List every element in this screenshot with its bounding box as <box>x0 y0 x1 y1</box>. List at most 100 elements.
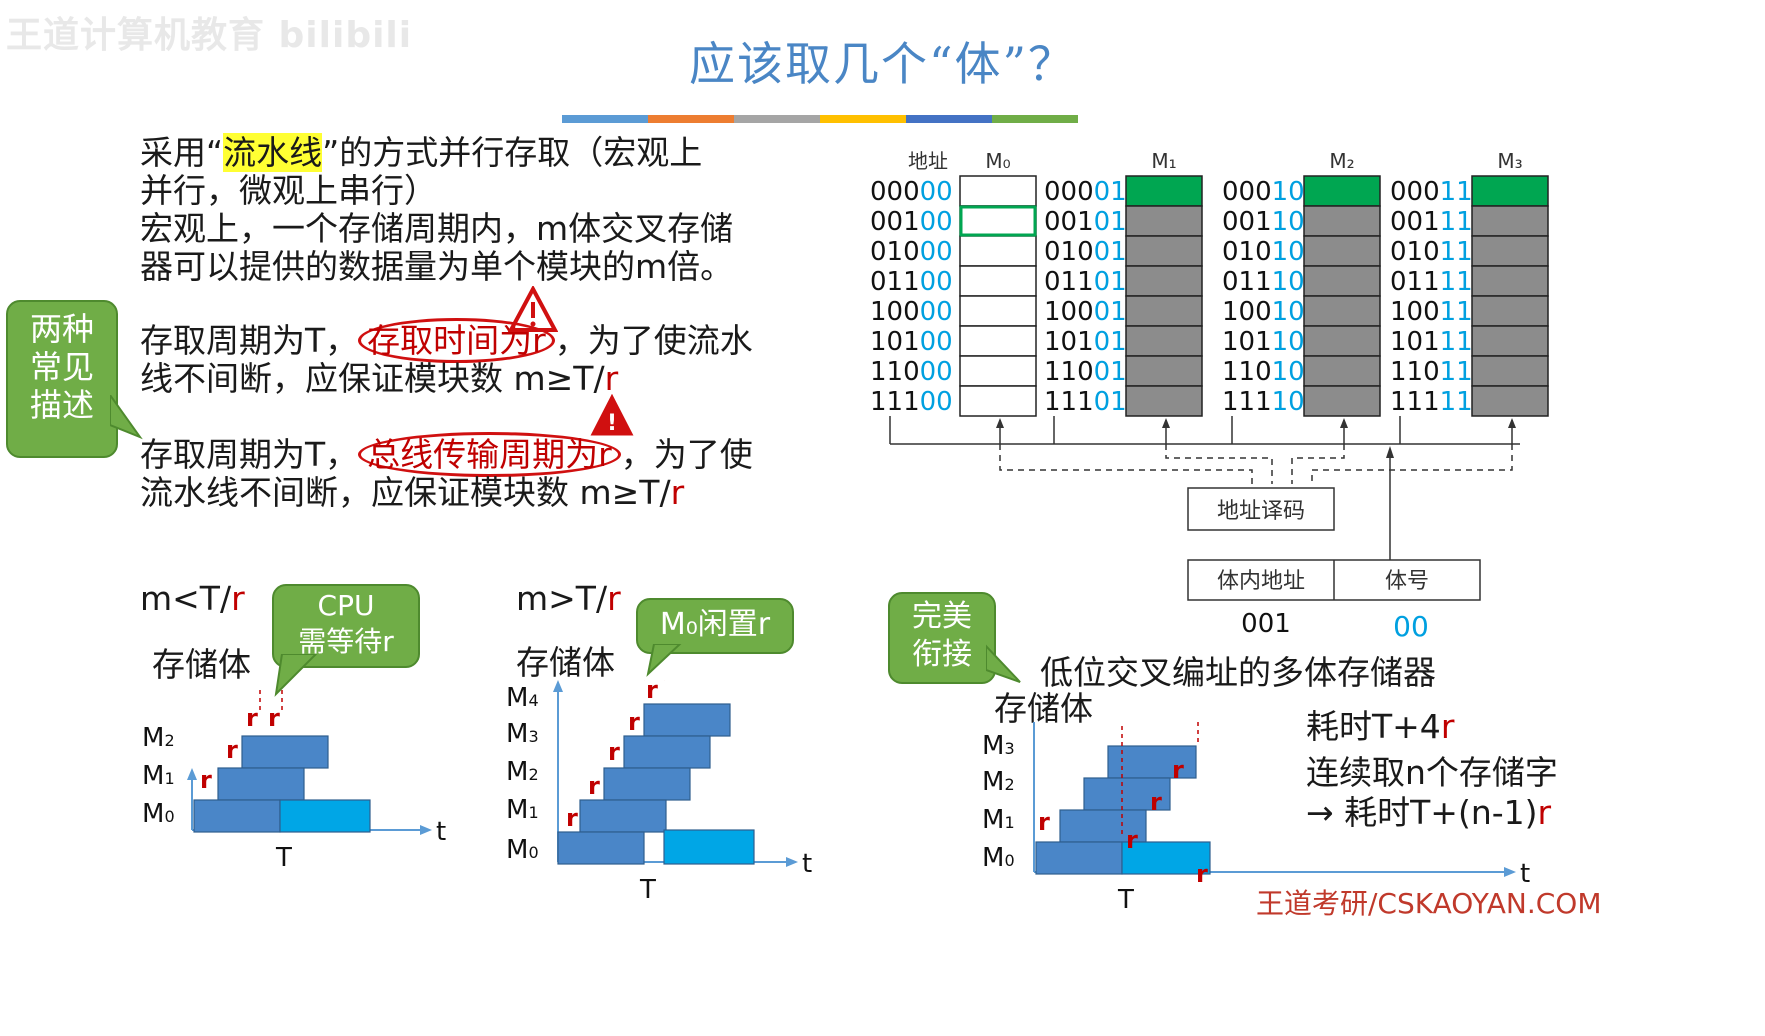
arrow-head <box>1162 418 1170 428</box>
paragraph-pipeline-line1: 采用“流水线”的方式并行存取（宏观上 <box>140 133 703 172</box>
timeline-block <box>279 799 371 833</box>
module-label: M1 <box>982 805 1015 835</box>
memory-cell <box>1303 265 1381 297</box>
r-label: r <box>1126 826 1138 854</box>
address-cell: 00100 <box>870 207 953 237</box>
footer-brand: 王道考研/CSKAOYAN.COM <box>1256 887 1602 920</box>
module-label: M3 <box>506 719 539 749</box>
paragraph-access-time-line1: 存取周期为T，存取时间为r，为了使流水 <box>140 318 753 363</box>
address-cell: 11101 <box>1044 387 1127 417</box>
memory-cell <box>1303 295 1381 327</box>
selected-cell <box>959 205 1037 237</box>
address-cell: 11001 <box>1044 357 1127 387</box>
address-cell: 11011 <box>1390 357 1473 387</box>
module-label: M3 <box>982 731 1015 761</box>
memory-cell <box>959 175 1037 207</box>
timeline-block <box>623 735 711 769</box>
memory-cell <box>1471 205 1549 237</box>
address-cell: 00010 <box>1222 177 1305 207</box>
select-line <box>1311 444 1513 484</box>
address-cell: 11010 <box>1222 357 1305 387</box>
memory-cell <box>959 355 1037 387</box>
page-title: 应该取几个“体”？ <box>688 37 1077 91</box>
address-cell: 10111 <box>1390 327 1473 357</box>
timeline-block <box>1035 841 1123 875</box>
arrow-head <box>996 418 1004 428</box>
module-label: M0 <box>982 843 1015 873</box>
timeline-block <box>193 799 281 833</box>
address-cell: 00011 <box>1390 177 1473 207</box>
memory-cell <box>959 235 1037 267</box>
r-label: r <box>1196 860 1208 888</box>
address-decoder-box <box>1187 487 1335 531</box>
module-label: M1 <box>142 761 175 791</box>
arrow-head <box>1386 446 1394 458</box>
memory-cell <box>959 325 1037 357</box>
watermark: 王道计算机教育 bilibili <box>6 15 413 56</box>
circled-access-time: 存取时间为r <box>358 318 555 363</box>
inner-address-value: 001 <box>1241 609 1291 639</box>
svg-text:!: ! <box>607 411 617 436</box>
r-label: r <box>566 804 578 832</box>
address-cell: 10101 <box>1044 327 1127 357</box>
paragraph-macro-line2: 器可以提供的数据量为单个模块的m倍。 <box>140 247 734 286</box>
timeline-block <box>1121 841 1211 875</box>
memory-cell <box>1125 265 1203 297</box>
T-label: T <box>1117 885 1134 915</box>
bank-number-label: 体号 <box>1385 569 1429 594</box>
callout-pointer <box>986 644 1021 683</box>
memory-cell <box>1125 175 1203 207</box>
x-axis-arrow <box>1504 867 1516 877</box>
r-label: r <box>246 704 258 732</box>
address-cell: 01111 <box>1390 267 1473 297</box>
address-cell: 01000 <box>870 237 953 267</box>
address-cell: 01100 <box>870 267 953 297</box>
warning-icon-filled: ! <box>590 394 634 436</box>
memory-cell <box>1471 295 1549 327</box>
title-color-bar <box>992 115 1078 123</box>
chart3-y-label: 存储体 <box>994 689 1093 728</box>
r-label: r <box>200 766 212 794</box>
memory-cell <box>1303 385 1381 417</box>
note-time-total: 耗时T+4r <box>1306 707 1455 746</box>
note-time-n-words: → 耗时T+(n-1)r <box>1306 793 1552 832</box>
memory-cell <box>1471 385 1549 417</box>
memory-cell <box>1471 265 1549 297</box>
r-label: r <box>1038 808 1050 836</box>
note-continuous-read: 连续取n个存储字 <box>1306 753 1558 792</box>
timeline-block <box>241 735 329 769</box>
arrow-head <box>1508 418 1516 428</box>
address-cell: 11000 <box>870 357 953 387</box>
select-line <box>1291 444 1345 484</box>
timeline-block <box>217 767 305 801</box>
module-header: M₁ <box>1151 149 1176 173</box>
memory-cell <box>1125 385 1203 417</box>
address-cell: 01010 <box>1222 237 1305 267</box>
memory-cell <box>959 385 1037 417</box>
circled-bus-cycle: 总线传输周期为r <box>358 432 621 477</box>
callout-pointer <box>274 654 318 697</box>
memory-cell <box>1125 325 1203 357</box>
paragraph-pipeline-line2: 并行，微观上串行） <box>140 171 437 210</box>
memory-cell <box>959 295 1037 327</box>
paragraph-macro-line1: 宏观上，一个存储周期内，m体交叉存储 <box>140 209 734 248</box>
t-axis-label: t <box>1520 859 1530 889</box>
timeline-block <box>643 703 731 737</box>
memory-cell <box>1303 325 1381 357</box>
address-cell: 00001 <box>1044 177 1127 207</box>
title-color-bar <box>906 115 992 123</box>
chart2-y-label: 存储体 <box>516 643 615 682</box>
paragraph-bus-cycle-line1: 存取周期为T，总线传输周期为r，为了使 <box>140 432 753 477</box>
x-axis-arrow <box>420 825 432 835</box>
address-cell: 11110 <box>1222 387 1305 417</box>
r-label: r <box>268 704 280 732</box>
callout-m0-idle: M₀闲置r <box>636 598 794 654</box>
module-label: M0 <box>142 799 175 829</box>
address-cell: 10010 <box>1222 297 1305 327</box>
module-label: M4 <box>506 683 539 713</box>
timeline-block <box>1083 777 1171 811</box>
arrow-head <box>1340 418 1348 428</box>
